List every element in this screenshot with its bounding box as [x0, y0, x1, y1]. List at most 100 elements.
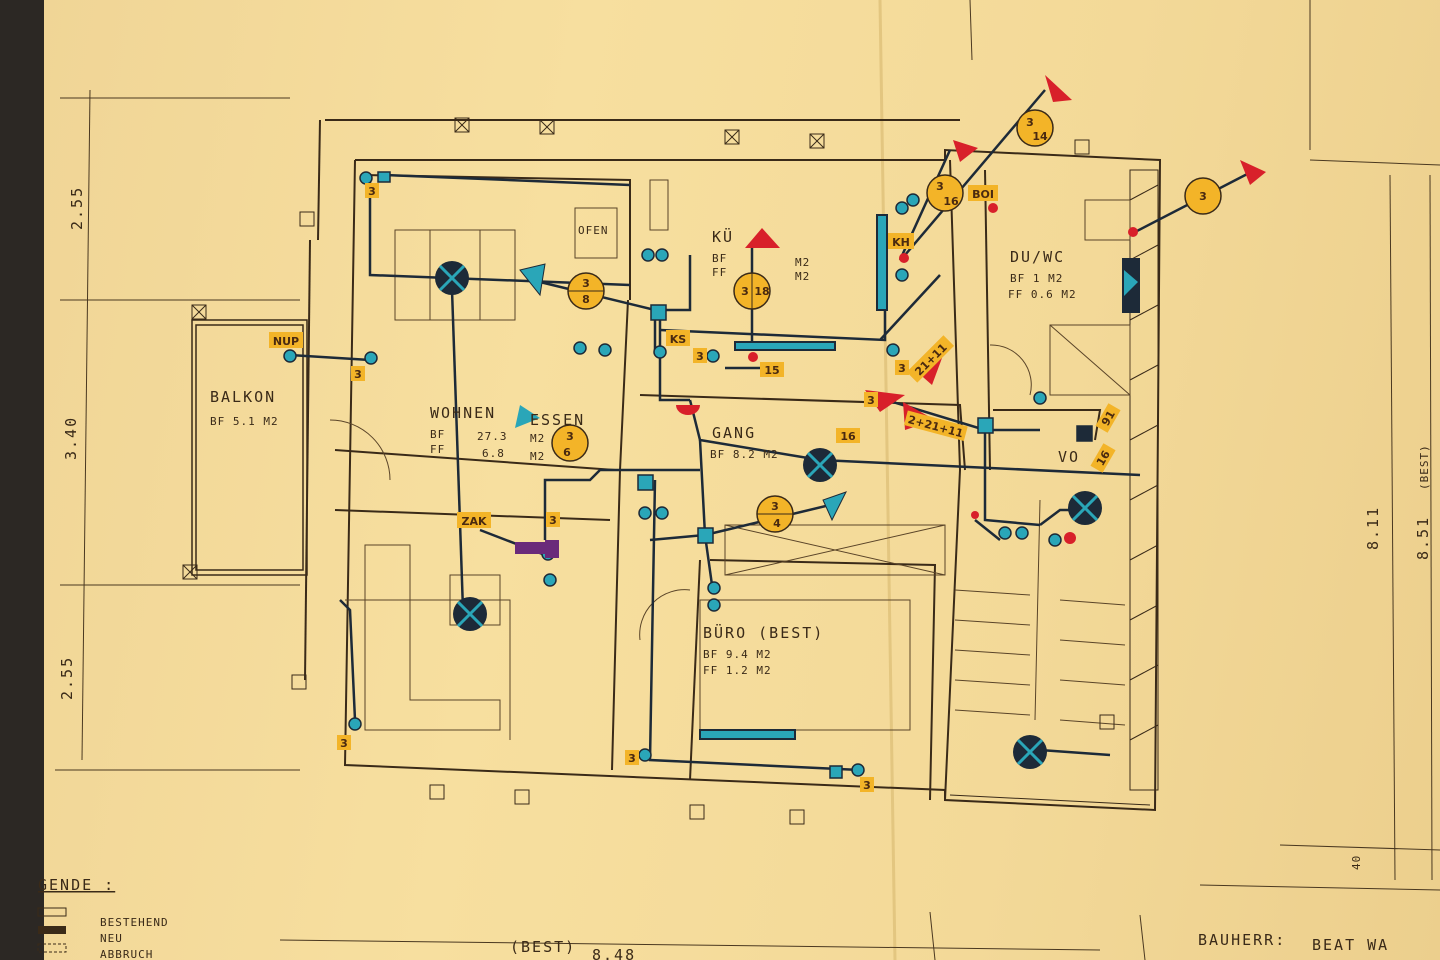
svg-text:3: 3 — [566, 430, 574, 443]
zak-unit — [515, 540, 559, 558]
svg-text:FF 0.6 M2: FF 0.6 M2 — [1008, 288, 1077, 301]
wiring — [289, 89, 1256, 772]
svg-text:14: 14 — [1032, 130, 1048, 143]
svg-text:3: 3 — [696, 350, 704, 363]
svg-text:27.3: 27.3 — [477, 430, 508, 443]
svg-text:2+21+11: 2+21+11 — [907, 413, 965, 440]
svg-text:3: 3 — [368, 185, 376, 198]
label-ofen: OFEN — [578, 224, 609, 237]
dim-top-left: 2.55 — [68, 186, 86, 230]
room-name-kueche: KÜ — [712, 227, 734, 246]
dim-right-inner: 8.11 — [1364, 506, 1382, 550]
svg-text:4: 4 — [773, 517, 781, 530]
svg-text:M2: M2 — [530, 450, 545, 463]
dim-right-outer: 8.51 — [1414, 516, 1432, 560]
dim-right-best: (BEST) — [1418, 444, 1431, 490]
svg-text:3: 3 — [771, 500, 779, 513]
furniture — [329, 179, 1131, 740]
svg-text:15: 15 — [764, 364, 779, 377]
svg-text:3: 3 — [340, 737, 348, 750]
svg-text:BF: BF — [430, 428, 445, 441]
legend-item-bestehend: BESTEHEND — [100, 916, 169, 929]
label-boi: BOI — [972, 188, 994, 201]
circle-tag-3-4: 34 — [756, 495, 794, 533]
dimension-labels: 2.55 3.40 2.55 8.11 8.51 (BEST) 40 (BEST… — [58, 186, 1432, 960]
hatched-wall — [949, 169, 1159, 806]
svg-text:FF 1.2 M2: FF 1.2 M2 — [703, 664, 772, 677]
svg-text:3: 3 — [741, 285, 749, 298]
building-walls — [304, 119, 1162, 812]
desk-edge — [0, 0, 44, 960]
dim-mid-left: 3.40 — [62, 416, 80, 460]
svg-text:3: 3 — [354, 368, 362, 381]
label-kh: KH — [892, 236, 910, 249]
svg-text:3: 3 — [628, 752, 636, 765]
ceiling-lamps — [435, 261, 1102, 769]
svg-text:M2: M2 — [795, 256, 810, 269]
lamp-wohnen-1-icon — [435, 261, 469, 295]
lamp-stair-icon — [1013, 735, 1047, 769]
circle-tag-3-16: 316 — [926, 174, 964, 212]
svg-text:3: 3 — [582, 277, 590, 290]
svg-text:16: 16 — [840, 430, 856, 443]
room-name-balkon: BALKON — [210, 388, 276, 406]
legend-item-neu: NEU — [100, 932, 123, 945]
label-ks: KS — [670, 333, 687, 346]
paper-fold — [878, 0, 897, 960]
dim-bottom-total: 8.48 — [592, 946, 636, 960]
device-labels: NUP ZAK KS KH BOI — [269, 185, 998, 528]
lamp-vorplatz-icon — [1068, 491, 1102, 525]
radiators — [699, 214, 1140, 740]
svg-text:M2: M2 — [795, 270, 810, 283]
lamp-wohnen-2-icon — [453, 597, 487, 631]
circle-tag-3-8: 38 — [567, 272, 605, 310]
label-nup: NUP — [273, 335, 299, 348]
dim-bottom-left: 2.55 — [58, 656, 76, 700]
svg-text:6: 6 — [563, 446, 571, 459]
title-bauherr-value: BEAT WA — [1312, 936, 1389, 954]
circle-tag-3: 3 — [1184, 177, 1222, 215]
svg-text:3: 3 — [936, 180, 944, 193]
title-bauherr-label: BAUHERR: — [1198, 931, 1286, 949]
svg-text:3: 3 — [867, 394, 875, 407]
svg-text:FF: FF — [430, 443, 445, 456]
svg-text:3: 3 — [549, 514, 557, 527]
room-area-balkon: BF 5.1 M2 — [210, 415, 279, 428]
legend-title: GENDE : — [38, 876, 115, 894]
label-vo: VO — [1058, 448, 1080, 466]
dim-bottom-best: (BEST) — [510, 938, 576, 956]
room-name-wohnen: WOHNEN — [430, 404, 496, 422]
circle-tag-3-14: 314 — [1016, 109, 1054, 147]
room-name-duwc: DU/WC — [1010, 248, 1065, 266]
svg-text:FF: FF — [712, 266, 727, 279]
svg-text:3: 3 — [863, 779, 871, 792]
label-zak: ZAK — [461, 515, 486, 528]
lamp-gang-icon — [803, 448, 837, 482]
sockets — [283, 171, 1093, 779]
svg-text:8: 8 — [582, 293, 590, 306]
svg-text:3: 3 — [898, 362, 906, 375]
svg-text:M2: M2 — [530, 432, 545, 445]
svg-text:BF: BF — [712, 252, 727, 265]
room-name-essen: ESSEN — [530, 411, 585, 429]
svg-text:BF 8.2 M2: BF 8.2 M2 — [710, 448, 779, 461]
svg-text:3: 3 — [1199, 190, 1207, 203]
circle-tag-3-6: 36 — [551, 424, 589, 462]
feed-arrows — [515, 75, 1266, 522]
dimension-lines — [55, 0, 1440, 960]
title-block: BAUHERR: BEAT WA — [1198, 931, 1389, 954]
legend: GENDE : BESTEHEND NEU ABBRUCH — [37, 876, 169, 960]
svg-text:BF 9.4 M2: BF 9.4 M2 — [703, 648, 772, 661]
dim-corner: 40 — [1350, 855, 1363, 870]
svg-text:16: 16 — [943, 195, 959, 208]
windows — [182, 117, 1115, 825]
svg-text:3: 3 — [1026, 116, 1034, 129]
balcony-outline — [191, 319, 308, 576]
room-name-buro: BÜRO (BEST) — [703, 623, 824, 642]
room-labels: BALKON BF 5.1 M2 WOHNEN ESSEN BF 27.3 M2… — [210, 224, 1080, 677]
svg-text:BF 1 M2: BF 1 M2 — [1010, 272, 1063, 285]
